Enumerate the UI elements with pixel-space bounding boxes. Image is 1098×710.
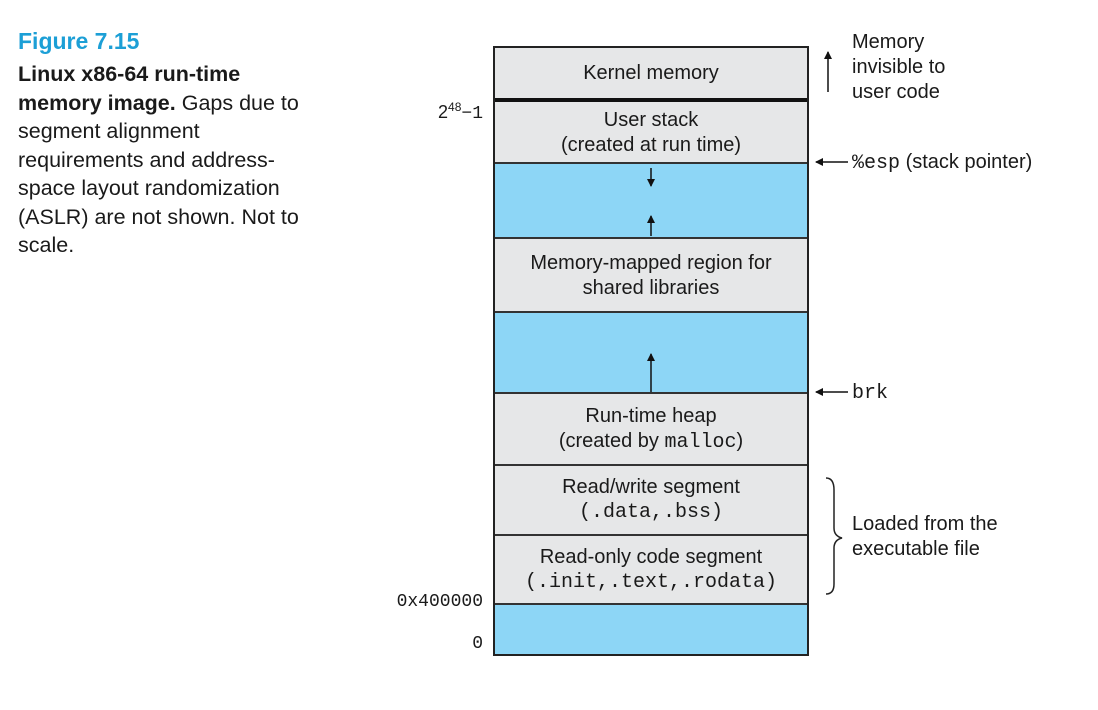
kernel-memory-segment: Kernel memory [494,48,808,98]
rw-label: Read/write segment [562,476,740,498]
read-write-segment: Read/write segment (.data,.bss) [494,466,808,534]
note-line: invisible to [852,56,946,78]
loaded-segment-brace [825,477,843,595]
address-top-user: 248−1 [438,100,483,124]
rw-sublabel: (.data,.bss) [578,501,724,524]
memory-invisible-note: Memory invisible to user code [852,30,945,105]
note-line: Memory [852,31,925,53]
note-line: user code [852,81,940,103]
esp-description: (stack pointer) [905,151,1033,173]
divider [494,237,808,239]
address-base: 2 [438,102,449,122]
note-line: executable file [852,538,980,560]
heap-sublabel-prefix: (created by [558,429,665,452]
address-zero: 0 [472,634,483,654]
divider [494,311,808,313]
brk-note: brk [852,382,889,405]
mmap-sublabel: shared libraries [582,276,720,299]
divider [494,392,808,394]
heap-sublabel-suffix: ) [736,429,744,452]
esp-register: %esp [852,152,901,175]
read-only-code-segment: Read-only code segment (.init,.text,.rod… [494,536,808,603]
address-tail: −1 [461,104,483,124]
esp-note: %esp (stack pointer) [852,150,1032,176]
low-unmapped-region [494,605,808,654]
figure-caption: Figure 7.15 Linux x86-64 run-time memory… [18,28,328,260]
ro-sublabel: (.init,.text,.rodata) [524,570,778,594]
divider [494,603,808,605]
divider [494,534,808,536]
memory-mapped-segment: Memory-mapped region for shared librarie… [494,239,808,312]
divider [494,162,808,164]
kernel-boundary-line [494,98,808,102]
user-stack-label: User stack [603,108,699,131]
divider [494,464,808,466]
ro-label: Read-only code segment [539,545,763,568]
mmap-label: Memory-mapped region for [530,251,772,274]
user-stack-segment: User stack (created at run time) [494,102,808,163]
figure-number: Figure 7.15 [18,28,140,54]
caption-title: Linux x86-64 run-time memory image. [18,62,241,115]
malloc-code: malloc [664,430,737,454]
kernel-memory-label: Kernel memory [583,61,719,84]
heap-label: Run-time heap [585,404,717,427]
caption-body: Gaps due to segment alignment requiremen… [18,90,299,258]
address-text-start: 0x400000 [396,592,483,612]
user-stack-sublabel: (created at run time) [560,133,742,156]
loaded-from-note: Loaded from the executable file [852,512,998,562]
caption-text: Linux x86-64 run-time memory image. Gaps… [18,60,328,260]
heap-sublabel: (created by malloc) [559,429,743,455]
note-line: Loaded from the [852,513,998,535]
address-exponent: 48 [448,100,462,114]
run-time-heap-segment: Run-time heap (created by malloc) [494,394,808,464]
